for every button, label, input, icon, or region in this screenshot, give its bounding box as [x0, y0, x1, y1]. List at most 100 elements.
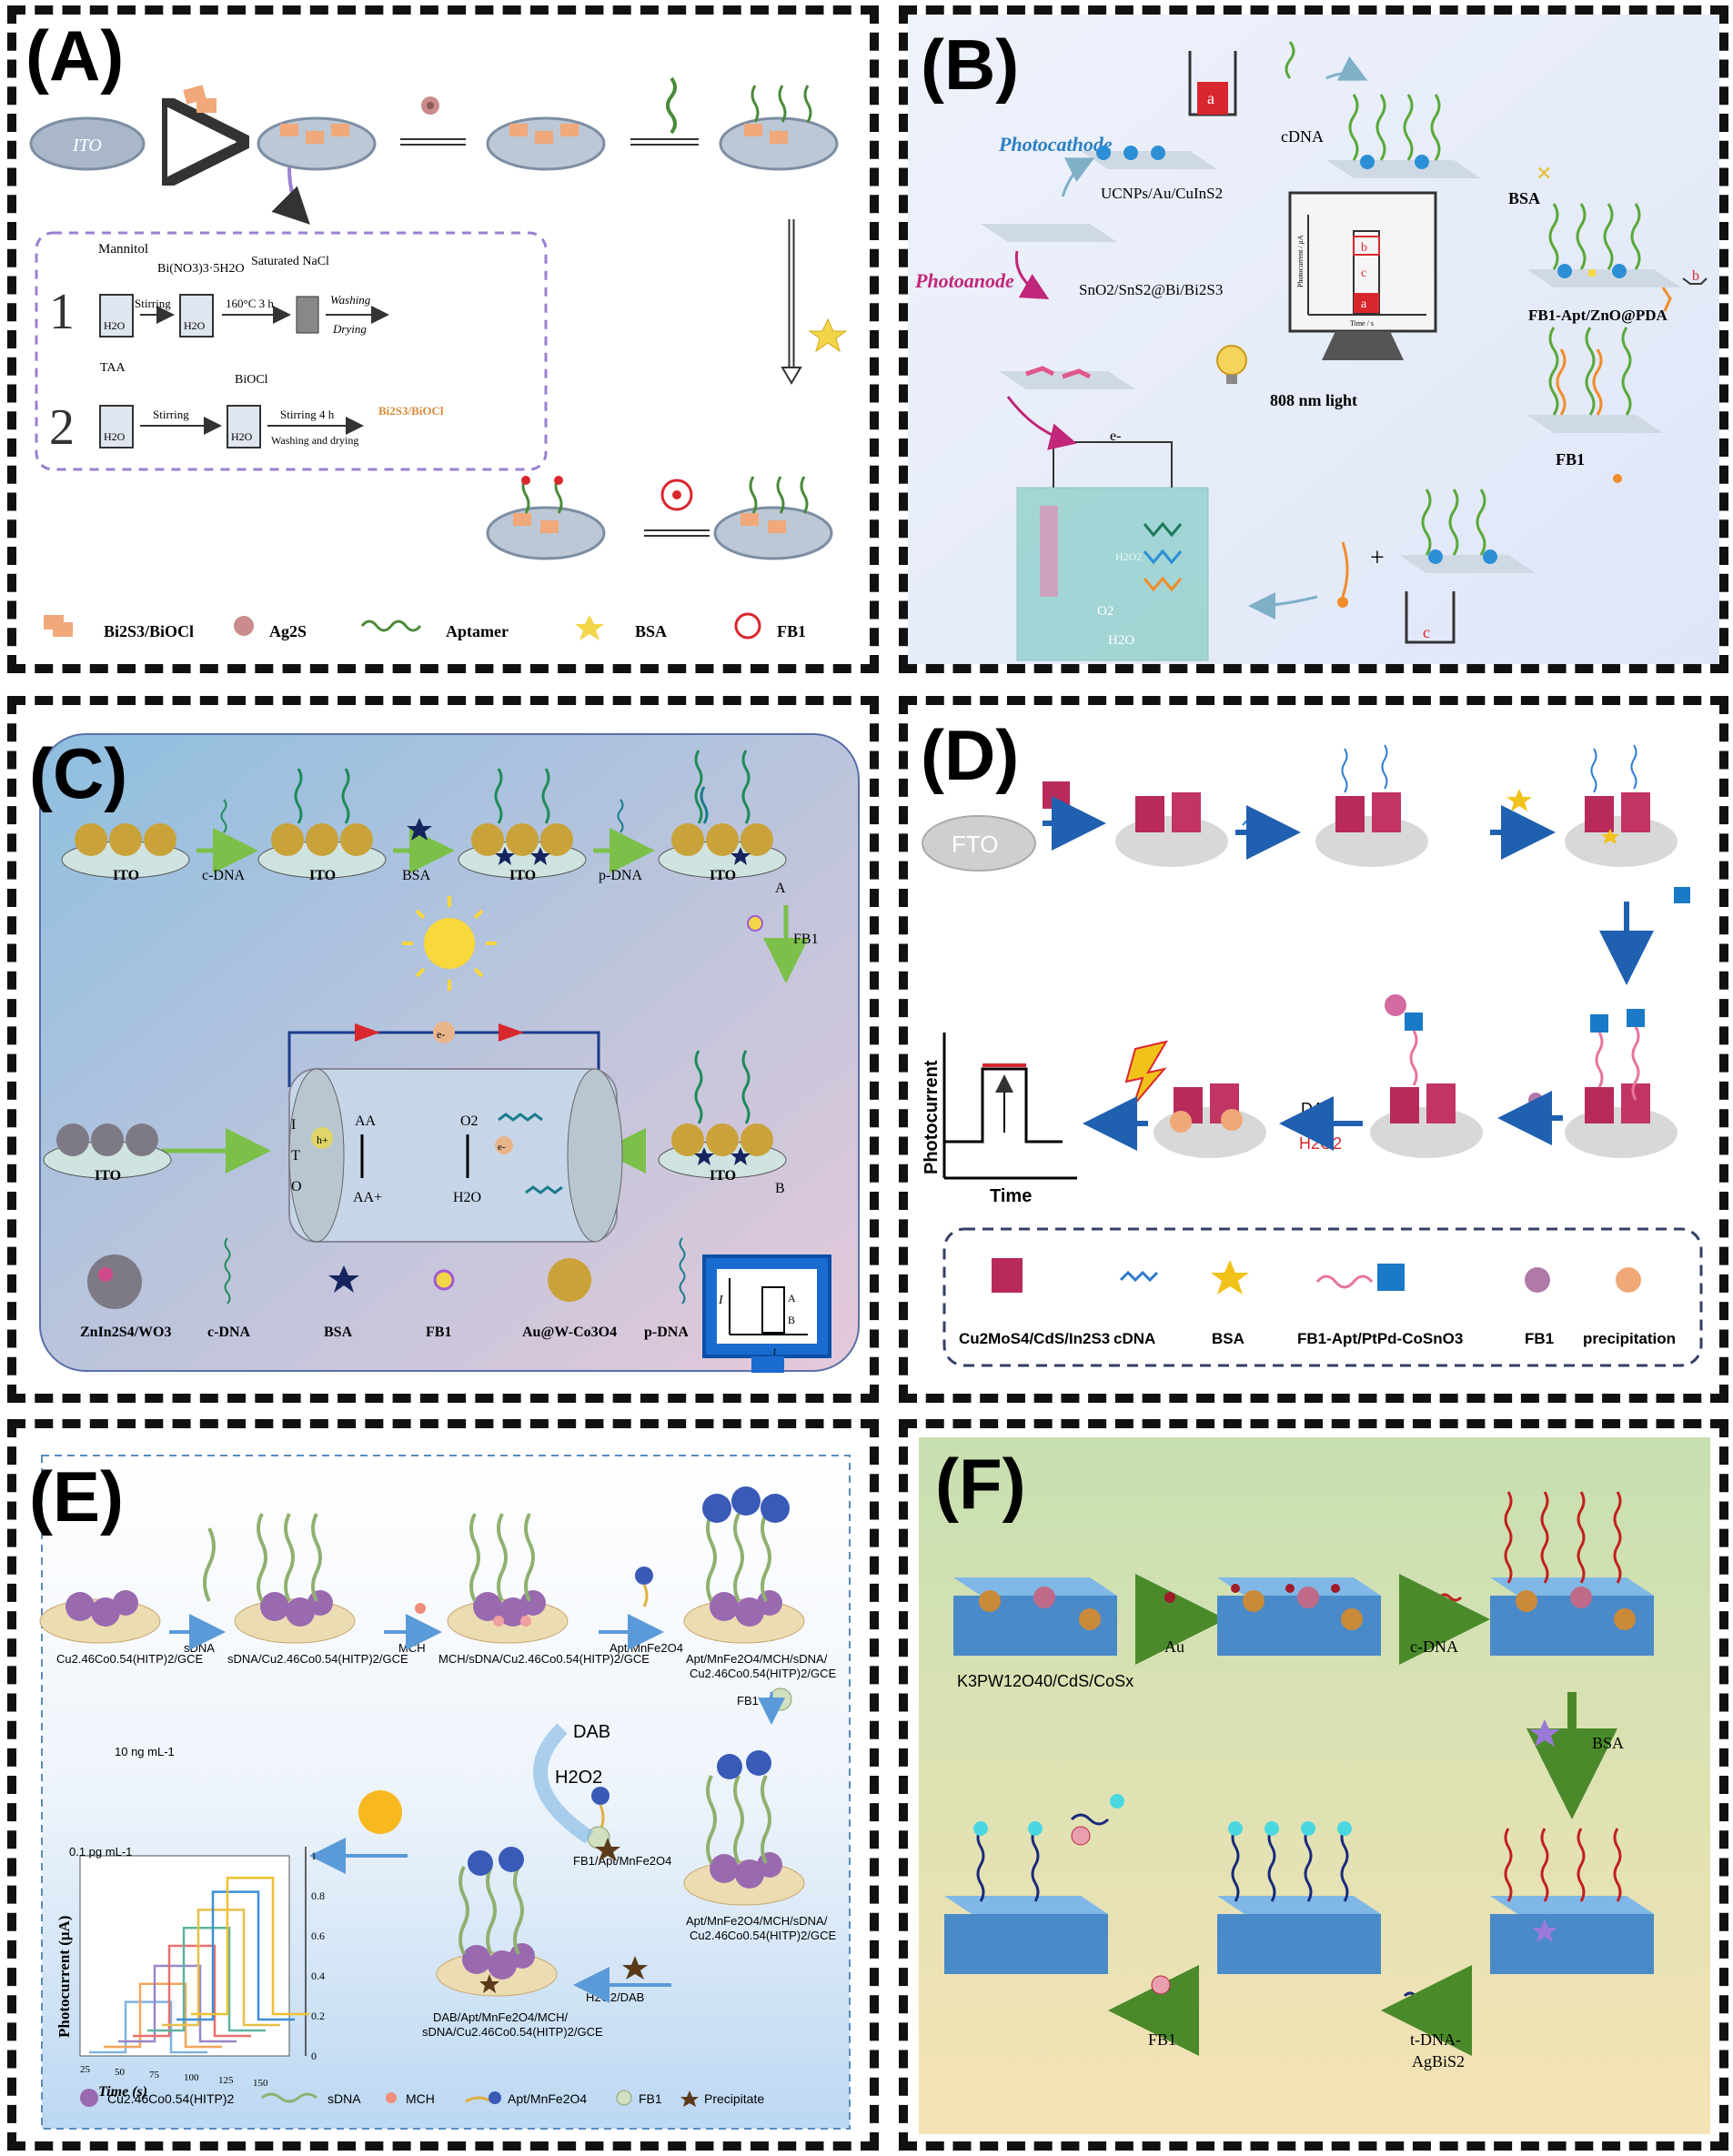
svg-text:BSA: BSA: [1212, 1330, 1244, 1347]
svg-text:sDNA: sDNA: [184, 1641, 215, 1655]
panel-c-label: (C): [29, 733, 127, 813]
svg-text:MCH/sDNA/Cu2.46Co0.54(HITP)2/G: MCH/sDNA/Cu2.46Co0.54(HITP)2/GCE: [438, 1652, 650, 1666]
svg-text:H2O2: H2O2: [1115, 550, 1142, 563]
svg-text:b: b: [1361, 241, 1367, 255]
panel-c-diagram: (C) c-DNA ITO ITO BSA ITO p-DNA ITO A FB…: [29, 733, 860, 1373]
electrode-e1: [39, 1590, 161, 1644]
electrode-a5: [713, 476, 833, 560]
series-line: [104, 1982, 222, 2049]
panel-d: [899, 696, 1728, 1403]
step2-num: 2: [49, 399, 75, 456]
svg-text:H2O2: H2O2: [555, 1768, 602, 1788]
svg-text:+: +: [1370, 544, 1385, 572]
saturated-nacl: Saturated NaCl: [251, 255, 329, 268]
panel-d-diagram: (D) FTO DAB H2O2 Photocurrent Time Cu2Mo…: [921, 715, 1703, 1367]
series-line: [133, 1944, 251, 2038]
svg-text:Au: Au: [1164, 1637, 1184, 1656]
svg-text:DAB: DAB: [573, 1722, 610, 1742]
x-tick-label: 100: [184, 2072, 199, 2083]
svg-text:sDNA/Cu2.46Co0.54(HITP)2/GCE: sDNA/Cu2.46Co0.54(HITP)2/GCE: [422, 2025, 603, 2039]
svg-text:FB1: FB1: [737, 1694, 759, 1708]
svg-text:SnO2/SnS2@Bi/Bi2S3: SnO2/SnS2@Bi/Bi2S3: [1079, 281, 1223, 298]
svg-text:ZnIn2S4/WO3: ZnIn2S4/WO3: [80, 1325, 171, 1340]
electrode-e6: [436, 1847, 558, 1997]
x-tick-label: 25: [80, 2064, 91, 2075]
svg-text:H2O: H2O: [104, 319, 126, 332]
svg-text:precipitation: precipitation: [1583, 1330, 1676, 1347]
svg-text:H2O: H2O: [453, 1190, 481, 1205]
svg-text:Cu2.46Co0.54(HITP)2/GCE: Cu2.46Co0.54(HITP)2/GCE: [690, 1929, 836, 1942]
svg-text:FB1/Apt/MnFe2O4: FB1/Apt/MnFe2O4: [573, 1854, 671, 1868]
light-bulb-icon: [1216, 345, 1247, 376]
ag2s-flower-icon: [421, 96, 439, 115]
svg-text:Photocurrent: Photocurrent: [922, 1060, 942, 1174]
panel-e-label: (E): [29, 1456, 124, 1536]
electrode-c4: [658, 750, 787, 879]
svg-text:FB1: FB1: [777, 622, 806, 640]
svg-text:160°C 3 h: 160°C 3 h: [226, 297, 274, 310]
electrode-e4: [683, 1486, 805, 1644]
panel-a-label: (A): [25, 15, 125, 96]
svg-text:e-: e-: [1110, 428, 1121, 444]
svg-text:10 ng mL-1: 10 ng mL-1: [115, 1745, 175, 1758]
svg-text:a: a: [1207, 89, 1214, 107]
svg-text:FB1: FB1: [793, 932, 819, 947]
series-line: [147, 1926, 266, 2032]
svg-text:c-DNA: c-DNA: [207, 1325, 251, 1340]
y-tick-label: 0.2: [311, 2010, 325, 2022]
svg-text:c: c: [1361, 267, 1366, 280]
svg-text:Stirring 4 h: Stirring 4 h: [280, 408, 335, 421]
svg-text:FB1: FB1: [639, 2091, 662, 2106]
svg-text:FB1: FB1: [1148, 2030, 1176, 2049]
svg-text:BiOCl: BiOCl: [235, 373, 268, 387]
bsa-icon-f: [1529, 1719, 1560, 1747]
electrode-a4: [719, 85, 839, 171]
svg-text:Washing and drying: Washing and drying: [271, 434, 358, 447]
ito-disc: [29, 116, 146, 171]
svg-text:h+: h+: [317, 1133, 328, 1146]
svg-text:sDNA: sDNA: [327, 2091, 361, 2106]
svg-text:FB1: FB1: [1556, 450, 1585, 468]
electrode-d1: [1115, 792, 1228, 867]
svg-text:H2O2/DAB: H2O2/DAB: [586, 1990, 644, 2004]
svg-text:Photocurrent / μA: Photocurrent / μA: [1296, 235, 1305, 287]
svg-text:Au@W-Co3O4: Au@W-Co3O4: [522, 1325, 617, 1340]
y-tick-label: 0.4: [311, 1970, 325, 1982]
svg-text:B: B: [775, 1181, 785, 1196]
electrode-e5: [683, 1750, 805, 1906]
svg-text:Apt/MnFe2O4/MCH/sDNA/: Apt/MnFe2O4/MCH/sDNA/: [686, 1652, 828, 1666]
svg-text:Time: Time: [990, 1186, 1032, 1206]
block-f5: [1217, 1821, 1381, 1974]
electrode-a2: [257, 116, 377, 171]
y-tick-label: 0.6: [311, 1929, 325, 1942]
svg-text:t: t: [773, 1345, 777, 1357]
svg-text:c: c: [1423, 623, 1430, 641]
fto-disc: [922, 815, 1036, 871]
panel-f-label: (F): [935, 1444, 1026, 1524]
bsa-icon: [808, 317, 848, 353]
legend-c: ZnIn2S4/WO3 c-DNA BSA FB1 Au@W-Co3O4 p-D…: [80, 1237, 689, 1340]
svg-text:DAB: DAB: [1301, 1100, 1335, 1118]
svg-text:UCNPs/Au/CuInS2: UCNPs/Au/CuInS2: [1101, 185, 1223, 202]
svg-text:O2: O2: [1097, 604, 1113, 619]
svg-text:Precipitate: Precipitate: [704, 2091, 764, 2106]
svg-text:BSA: BSA: [1508, 189, 1540, 207]
aptamer-icon: [666, 76, 677, 135]
svg-text:ITO: ITO: [509, 868, 536, 883]
panel-a-diagram: ITO 1 Mannitol H2O Bi(NO3)3·5H2O Saturat…: [29, 76, 848, 640]
y-tick-label: 0: [311, 2050, 317, 2062]
electrode-e2: [234, 1513, 356, 1644]
electrode-d2: [1315, 744, 1428, 867]
series-line: [191, 1876, 309, 2016]
step1-num: 1: [49, 284, 75, 340]
electrode-c6: [43, 1123, 172, 1179]
legend-e: Cu2.46Co0.54(HITP)2 sDNA MCH Apt/MnFe2O4…: [80, 2089, 764, 2107]
svg-text:Photoanode: Photoanode: [914, 269, 1014, 292]
svg-text:ITO: ITO: [95, 1168, 121, 1184]
svg-text:TAA: TAA: [100, 361, 126, 375]
svg-text:ITO: ITO: [309, 868, 336, 883]
svg-text:MCH: MCH: [406, 2091, 435, 2106]
svg-text:Cu2MoS4/CdS/In2S3: Cu2MoS4/CdS/In2S3: [959, 1330, 1110, 1347]
electrode-d6: [1154, 1083, 1266, 1158]
